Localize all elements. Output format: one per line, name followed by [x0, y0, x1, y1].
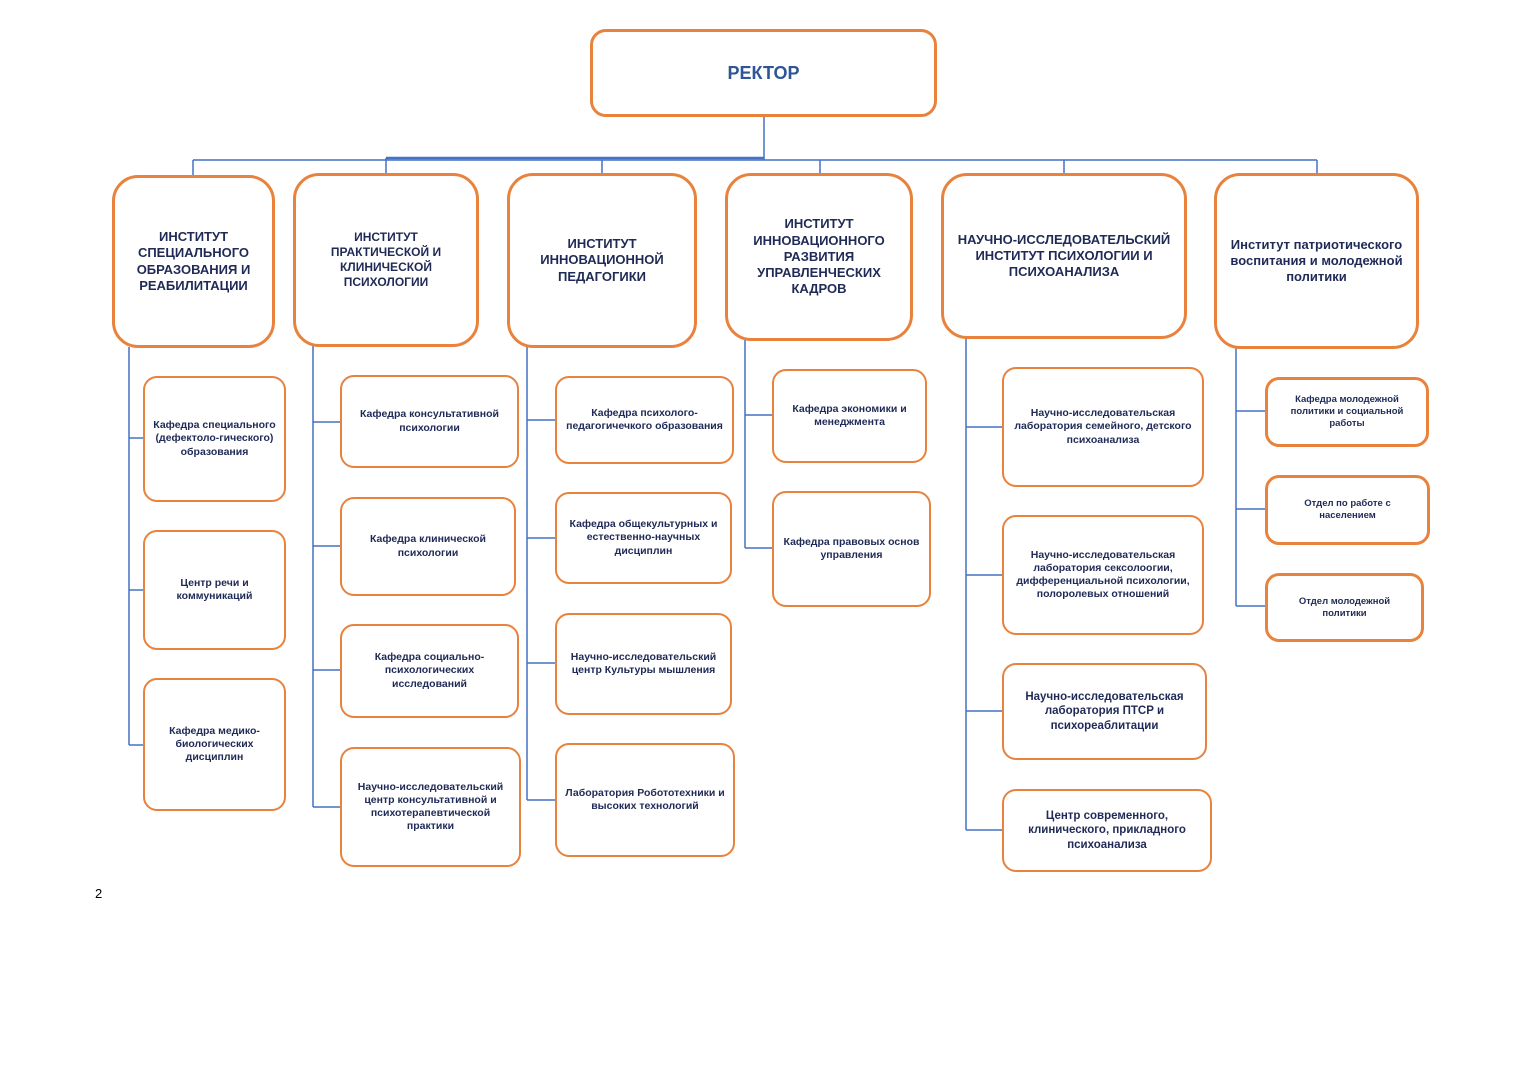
unit-medico-biological-dept: Кафедра медико-биологических дисциплин — [143, 678, 286, 811]
unit-ptsd-lab: Научно-исследовательская лаборатория ПТС… — [1002, 663, 1207, 760]
unit-psychoanalysis-center: Центр современного, клинического, прикла… — [1002, 789, 1212, 872]
unit-special-education-dept: Кафедра специального (дефектоло-гическог… — [143, 376, 286, 502]
institute-practical-clinical-psychology: ИНСТИТУТ ПРАКТИЧЕСКОЙ И КЛИНИЧЕСКОЙ ПСИХ… — [293, 173, 479, 347]
unit-youth-policy-dept: Кафедра молодежной политики и социальной… — [1265, 377, 1429, 447]
institute-management-personnel: ИНСТИТУТ ИННОВАЦИОННОГО РАЗВИТИЯ УПРАВЛЕ… — [725, 173, 913, 341]
unit-consultative-practice-center: Научно-исследовательский центр консульта… — [340, 747, 521, 867]
unit-consultative-psychology-dept: Кафедра консультативной психологии — [340, 375, 519, 468]
unit-thinking-culture-center: Научно-исследовательский центр Культуры … — [555, 613, 732, 715]
unit-general-cultural-dept: Кафедра общекультурных и естественно-нау… — [555, 492, 732, 584]
unit-robotics-lab: Лаборатория Робототехники и высоких техн… — [555, 743, 735, 857]
unit-speech-center: Центр речи и коммуникаций — [143, 530, 286, 650]
institute-special-education: ИНСТИТУТ СПЕЦИАЛЬНОГО ОБРАЗОВАНИЯ И РЕАБ… — [112, 175, 275, 348]
unit-population-work-dept: Отдел по работе с населением — [1265, 475, 1430, 545]
page-number: 2 — [95, 886, 103, 901]
institute-innovative-pedagogy: ИНСТИТУТ ИННОВАЦИОННОЙ ПЕДАГОГИКИ — [507, 173, 697, 348]
rector-box: РЕКТОР — [590, 29, 937, 117]
unit-youth-policy-office: Отдел молодежной политики — [1265, 573, 1424, 642]
unit-economics-management-dept: Кафедра экономики и менеджмента — [772, 369, 927, 463]
unit-psych-pedagogical-dept: Кафедра психолого-педагогичечкого образо… — [555, 376, 734, 464]
unit-social-psych-research-dept: Кафедра социально-психологических исслед… — [340, 624, 519, 718]
research-institute-psychology-psychoanalysis: НАУЧНО-ИССЛЕДОВАТЕЛЬСКИЙ ИНСТИТУТ ПСИХОЛ… — [941, 173, 1187, 339]
unit-family-psychoanalysis-lab: Научно-исследовательская лаборатория сем… — [1002, 367, 1204, 487]
unit-sexology-lab: Научно-исследовательская лаборатория сек… — [1002, 515, 1204, 635]
unit-legal-management-dept: Кафедра правовых основ управления — [772, 491, 931, 607]
institute-patriotic-youth-policy: Институт патриотического воспитания и мо… — [1214, 173, 1419, 349]
unit-clinical-psychology-dept: Кафедра клинической психологии — [340, 497, 516, 596]
